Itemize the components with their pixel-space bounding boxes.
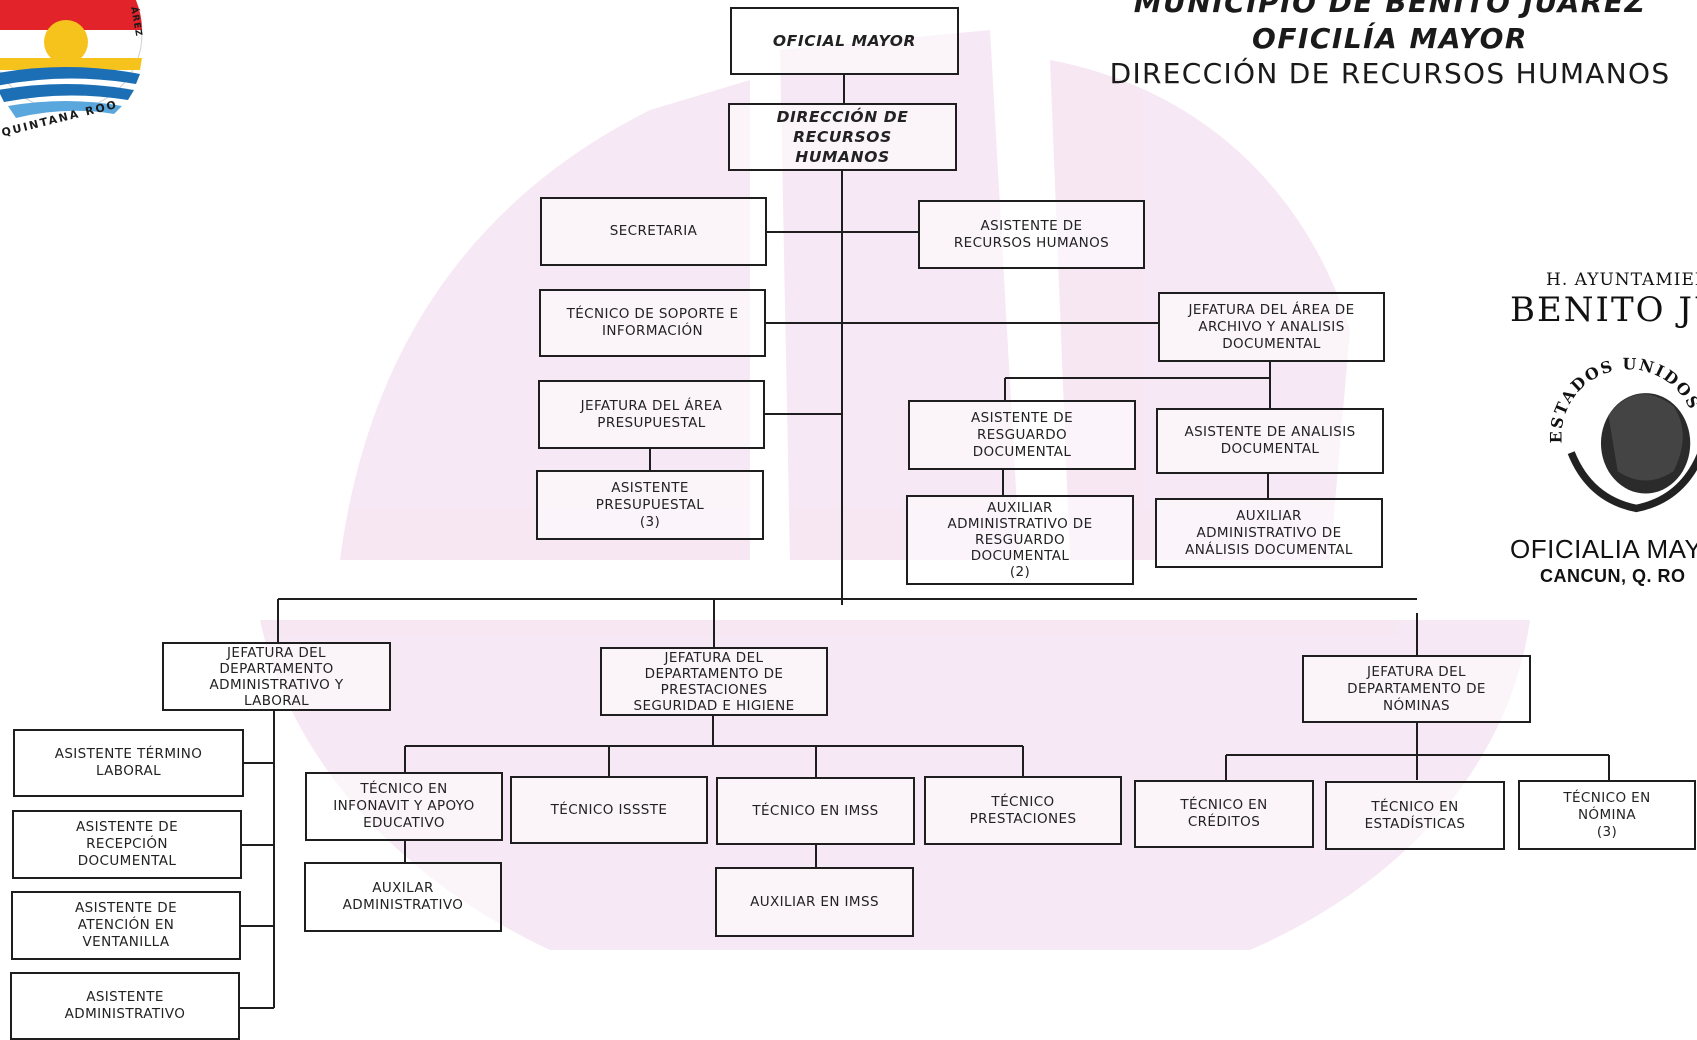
node-tecnico-nomina: TÉCNICO EN NÓMINA (3) [1518,780,1696,850]
node-jefatura-administrativo-laboral: JEFATURA DEL DEPARTAMENTO ADMINISTRATIVO… [162,642,391,711]
node-tecnico-soporte: TÉCNICO DE SOPORTE E INFORMACIÓN [539,289,766,357]
node-asistente-termino-laboral: ASISTENTE TÉRMINO LABORAL [13,729,244,797]
logo-emblem-icon [0,0,143,118]
node-auxiliar-administrativo: AUXILAR ADMINISTRATIVO [304,862,502,932]
node-tecnico-prestaciones: TÉCNICO PRESTACIONES [924,776,1122,845]
node-asistente-atencion: ASISTENTE DE ATENCIÓN EN VENTANILLA [11,891,241,960]
node-asistente-resguardo: ASISTENTE DE RESGUARDO DOCUMENTAL [908,400,1136,470]
header-municipio: MUNICIPIO DE BENITO JUÁREZ [1133,0,1647,19]
node-auxiliar-analisis: AUXILIAR ADMINISTRATIVO DE ANÁLISIS DOCU… [1155,498,1383,568]
node-tecnico-creditos: TÉCNICO EN CRÉDITOS [1134,780,1314,848]
node-jefatura-nominas: JEFATURA DEL DEPARTAMENTO DE NÓMINAS [1302,655,1531,723]
node-asistente-presupuestal: ASISTENTE PRESUPUESTAL (3) [536,470,764,540]
national-seal-icon: ESTADOS UNIDOS MEX [1534,336,1697,513]
header-dependencia: OFICILÍA MAYOR [1252,22,1528,55]
node-tecnico-issste: TÉCNICO ISSSTE [510,776,708,844]
node-asistente-administrativo: ASISTENTE ADMINISTRATIVO [10,972,240,1040]
node-auxiliar-resguardo: AUXILIAR ADMINISTRATIVO DE RESGUARDO DOC… [906,495,1134,585]
node-jefatura-presupuestal: JEFATURA DEL ÁREA PRESUPUESTAL [538,380,765,449]
municipality-logo: QUINTANA ROO ÁREZ [0,0,170,150]
stamp-line-1: H. AYUNTAMIEN [1546,270,1697,290]
node-asistente-recursos-humanos: ASISTENTE DE RECURSOS HUMANOS [918,200,1145,269]
node-tecnico-infonavit: TÉCNICO EN INFONAVIT Y APOYO EDUCATIVO [305,772,503,841]
node-tecnico-imss: TÉCNICO EN IMSS [716,777,915,845]
node-jefatura-archivo: JEFATURA DEL ÁREA DE ARCHIVO Y ANALISIS … [1158,292,1385,362]
node-auxiliar-imss: AUXILIAR EN IMSS [715,867,914,937]
node-jefatura-prestaciones: JEFATURA DEL DEPARTAMENTO DE PRESTACIONE… [600,647,828,716]
node-secretaria: SECRETARIA [540,197,767,266]
stamp-line-4: CANCUN, Q. RO [1540,566,1686,586]
node-oficial-mayor: OFICIAL MAYOR [730,7,959,75]
stamp-line-3: OFICIALIA MAY [1510,534,1697,564]
node-tecnico-estadisticas: TÉCNICO EN ESTADÍSTICAS [1325,781,1505,850]
stamp-line-2: BENITO JUA [1510,290,1697,330]
header-direccion: DIRECCIÓN DE RECURSOS HUMANOS [1109,57,1671,90]
node-direccion-recursos-humanos: DIRECCIÓN DE RECURSOS HUMANOS [728,103,957,171]
node-asistente-analisis: ASISTENTE DE ANALISIS DOCUMENTAL [1156,408,1384,474]
node-asistente-recepcion: ASISTENTE DE RECEPCIÓN DOCUMENTAL [12,810,242,879]
